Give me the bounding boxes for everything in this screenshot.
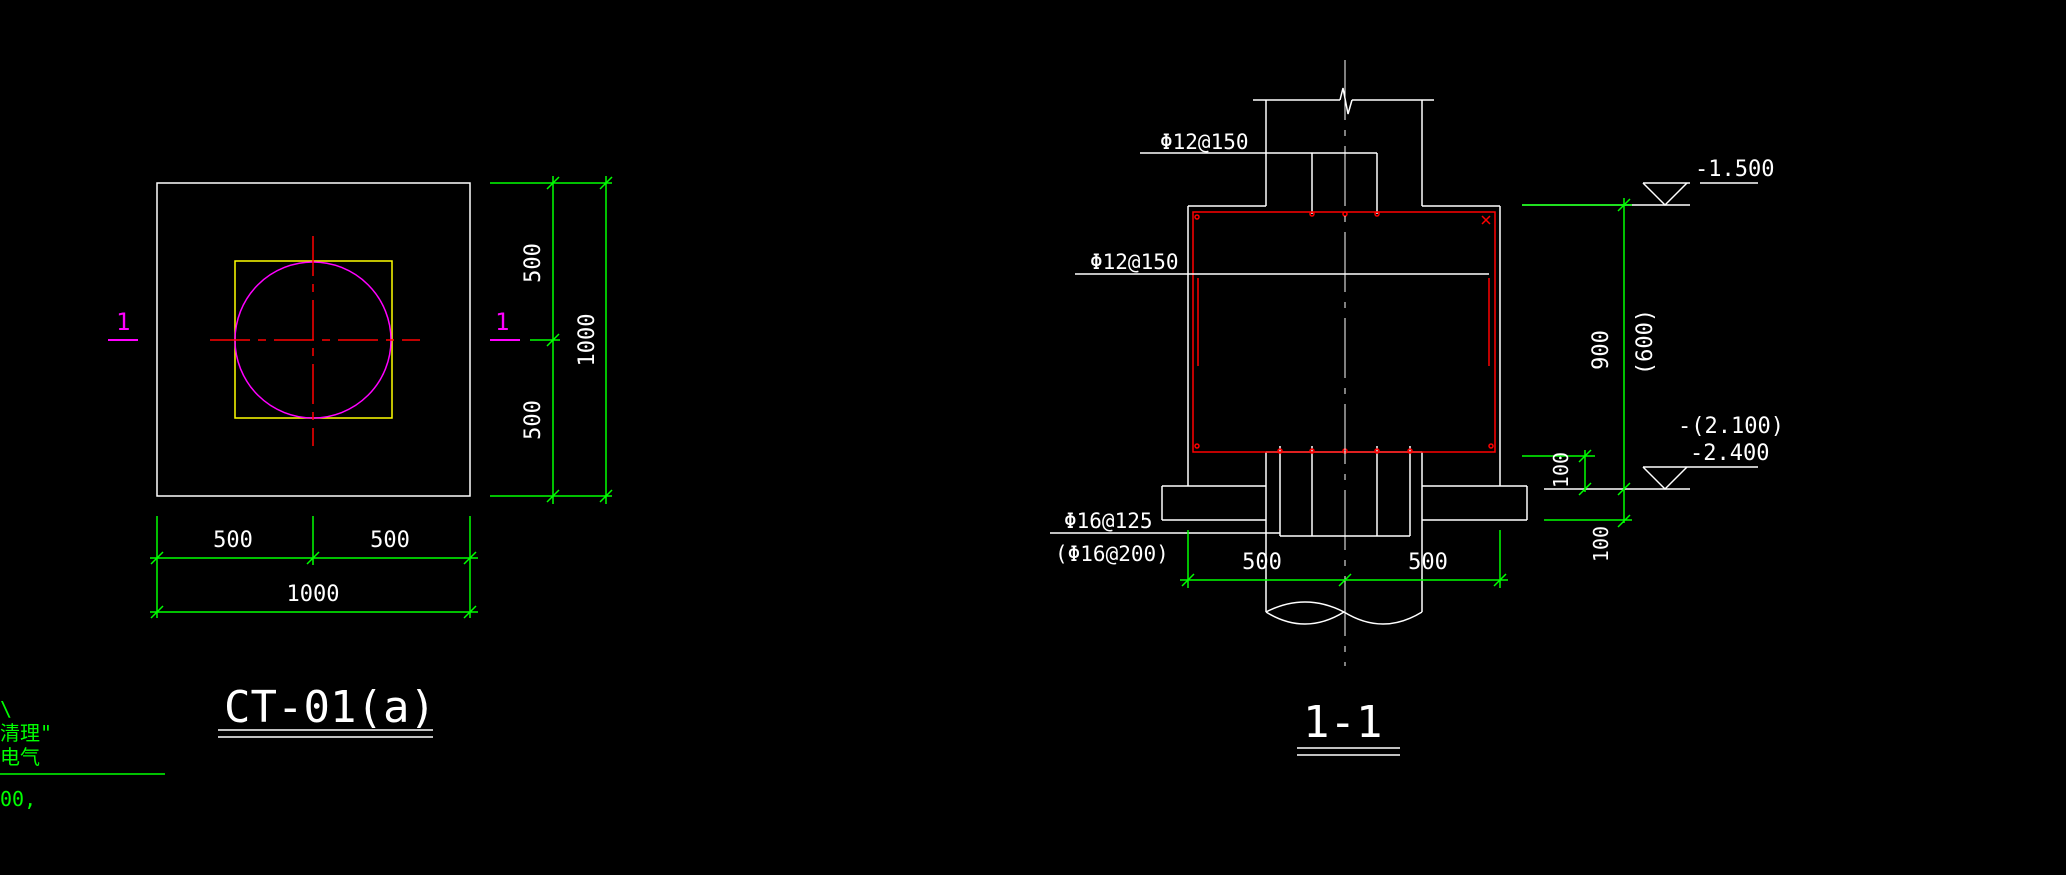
pile-section bbox=[1265, 451, 1423, 625]
section-height-dimensions bbox=[1522, 198, 1632, 528]
plan-dim-bottom-right: 500 bbox=[370, 528, 410, 553]
fragment-line-1: \ bbox=[0, 697, 12, 721]
fragment-line-2: 清理" bbox=[0, 721, 52, 745]
plan-dim-bottom-left: 500 bbox=[213, 528, 253, 553]
pile-cap-outline bbox=[156, 182, 471, 497]
section-dim-100-upper: 100 bbox=[1549, 452, 1573, 488]
fragment-line-3: 电气 bbox=[0, 745, 40, 769]
plan-dim-right-upper: 500 bbox=[521, 243, 546, 283]
elevation-bottom-alt: -(2.100) bbox=[1678, 414, 1784, 439]
plan-dim-right-lower: 500 bbox=[521, 400, 546, 440]
column-stub bbox=[1253, 87, 1434, 206]
label-rebar-bottom-alt: (Φ16@200) bbox=[1055, 542, 1169, 566]
section-bottom-dimensions bbox=[1180, 530, 1508, 588]
section-dim-bottom-left: 500 bbox=[1242, 550, 1282, 575]
plan-right-dimensions bbox=[490, 176, 613, 504]
section-mark-right: 1 bbox=[495, 308, 509, 336]
label-rebar-side: Φ12@150 bbox=[1090, 250, 1179, 274]
section-dim-bottom-right: 500 bbox=[1408, 550, 1448, 575]
plan-bottom-dimensions bbox=[150, 516, 478, 619]
section-title: 1-1 bbox=[1303, 697, 1382, 748]
elevation-bottom: -2.400 bbox=[1690, 441, 1769, 466]
plan-title: CT-01(a) bbox=[224, 682, 436, 733]
fragment-line-4: 00, bbox=[0, 787, 36, 811]
plan-dim-bottom-total: 1000 bbox=[287, 582, 340, 607]
rebar-cage bbox=[1192, 211, 1496, 454]
section-dim-height: 900 bbox=[1589, 330, 1614, 370]
section-mark-left: 1 bbox=[116, 308, 130, 336]
label-rebar-bottom: Φ16@125 bbox=[1064, 509, 1153, 533]
elevation-top: -1.500 bbox=[1695, 157, 1774, 182]
cropped-note-fragment: \ 清理" 电气 00, bbox=[0, 697, 165, 811]
plan-dim-right-total: 1000 bbox=[575, 314, 600, 367]
section-view: Φ12@150 Φ12@150 Φ16@125 (Φ16@200) -1.500… bbox=[1050, 60, 1784, 756]
plan-view: 1 1 500 500 1000 bbox=[108, 176, 613, 738]
pile-cap-section-outline bbox=[1161, 205, 1528, 521]
section-dim-100-lower: 100 bbox=[1589, 526, 1613, 562]
label-rebar-top: Φ12@150 bbox=[1160, 130, 1249, 154]
section-dim-height-alt: (600) bbox=[1633, 309, 1658, 375]
